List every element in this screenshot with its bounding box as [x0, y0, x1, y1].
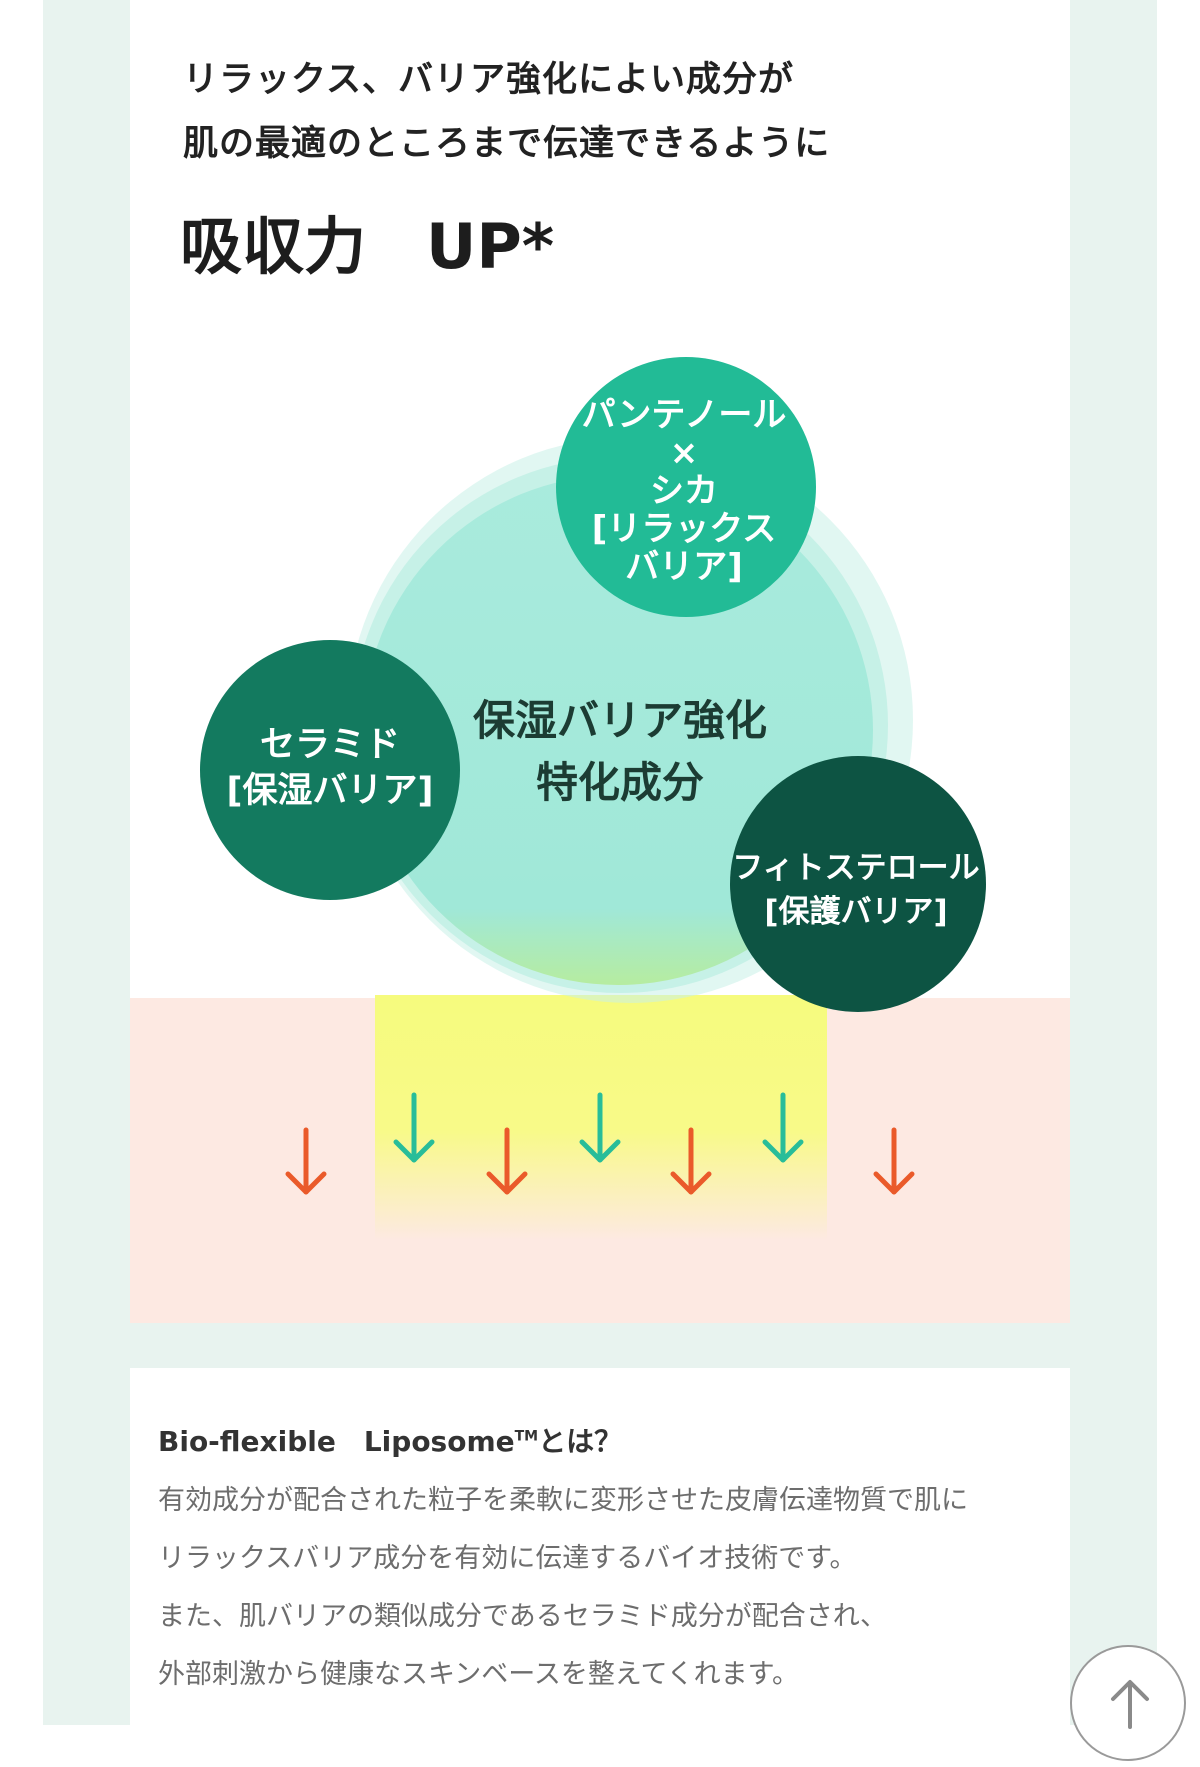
info-title-main: Bio-flexible Liposome: [158, 1425, 515, 1458]
phytosterol-label: フィトステロール [保護バリア]: [726, 846, 986, 934]
title-absorption: 吸収力: [180, 210, 367, 283]
headline: リラックス、バリア強化によい成分が 肌の最適のところまで伝達できるように: [183, 48, 830, 176]
panthenol-label: パンテノール × シカ [リラックス バリア]: [548, 396, 820, 586]
ceramide-label-line-1: セラミド: [259, 725, 400, 765]
headline-line-2: 肌の最適のところまで伝達できるように: [183, 124, 831, 164]
center-label-line-1: 保湿バリア強化: [472, 696, 767, 745]
green-arrow-2: [579, 1092, 621, 1163]
info-body-line-1: 有効成分が配合された粒子を柔軟に変形させた皮膚伝達物質で肌に: [158, 1485, 968, 1516]
orange-arrow-4: [873, 1127, 915, 1195]
arrow-up-icon: [1111, 1680, 1149, 1729]
trademark-mark: TM: [514, 1428, 539, 1445]
orange-arrow-3: [670, 1127, 712, 1195]
orange-arrow-2: [486, 1127, 528, 1195]
ceramide-label-line-2: [保湿バリア]: [226, 771, 434, 811]
info-card: [130, 1368, 1070, 1725]
info-title: Bio-flexible LiposomeTMとは？: [158, 1420, 622, 1460]
ingredient-diagram: [200, 357, 986, 1195]
title-up: UP*: [426, 210, 555, 283]
panthenol-label-line-4: [リラックス: [591, 509, 777, 549]
ceramide-circle: [200, 640, 460, 900]
panthenol-label-line-5: バリア]: [625, 547, 743, 587]
info-body-line-2: リラックスバリア成分を有効に伝達するバイオ技術です。: [158, 1543, 857, 1574]
phytosterol-label-line-1: フィトステロール: [732, 850, 980, 886]
page-title: 吸収力 UP*: [180, 196, 554, 286]
panthenol-label-line-2: ×: [669, 433, 699, 473]
phytosterol-circle: [730, 756, 986, 1012]
panthenol-label-line-1: パンテノール: [581, 395, 787, 435]
green-arrow-3: [762, 1092, 804, 1163]
headline-line-1: リラックス、バリア強化によい成分が: [183, 60, 794, 100]
panthenol-label-line-3: シカ: [650, 471, 718, 511]
info-body-line-4: 外部刺激から健康なスキンベースを整えてくれます。: [158, 1659, 799, 1690]
green-arrow-1: [393, 1092, 435, 1163]
center-label: 保湿バリア強化 特化成分: [440, 690, 800, 814]
info-title-suffix: とは？: [538, 1425, 623, 1458]
info-body: 有効成分が配合された粒子を柔軟に変形させた皮膚伝達物質で肌に リラックスバリア成…: [158, 1472, 968, 1704]
ceramide-label: セラミド [保湿バリア]: [200, 722, 460, 814]
scroll-to-top-button[interactable]: [1070, 1645, 1186, 1761]
phytosterol-label-line-2: [保護バリア]: [764, 894, 948, 930]
orange-arrow-1: [285, 1127, 327, 1195]
center-label-line-2: 特化成分: [535, 758, 704, 807]
info-body-line-3: また、肌バリアの類似成分であるセラミド成分が配合され、: [158, 1601, 887, 1632]
panthenol-circle: [556, 357, 816, 617]
